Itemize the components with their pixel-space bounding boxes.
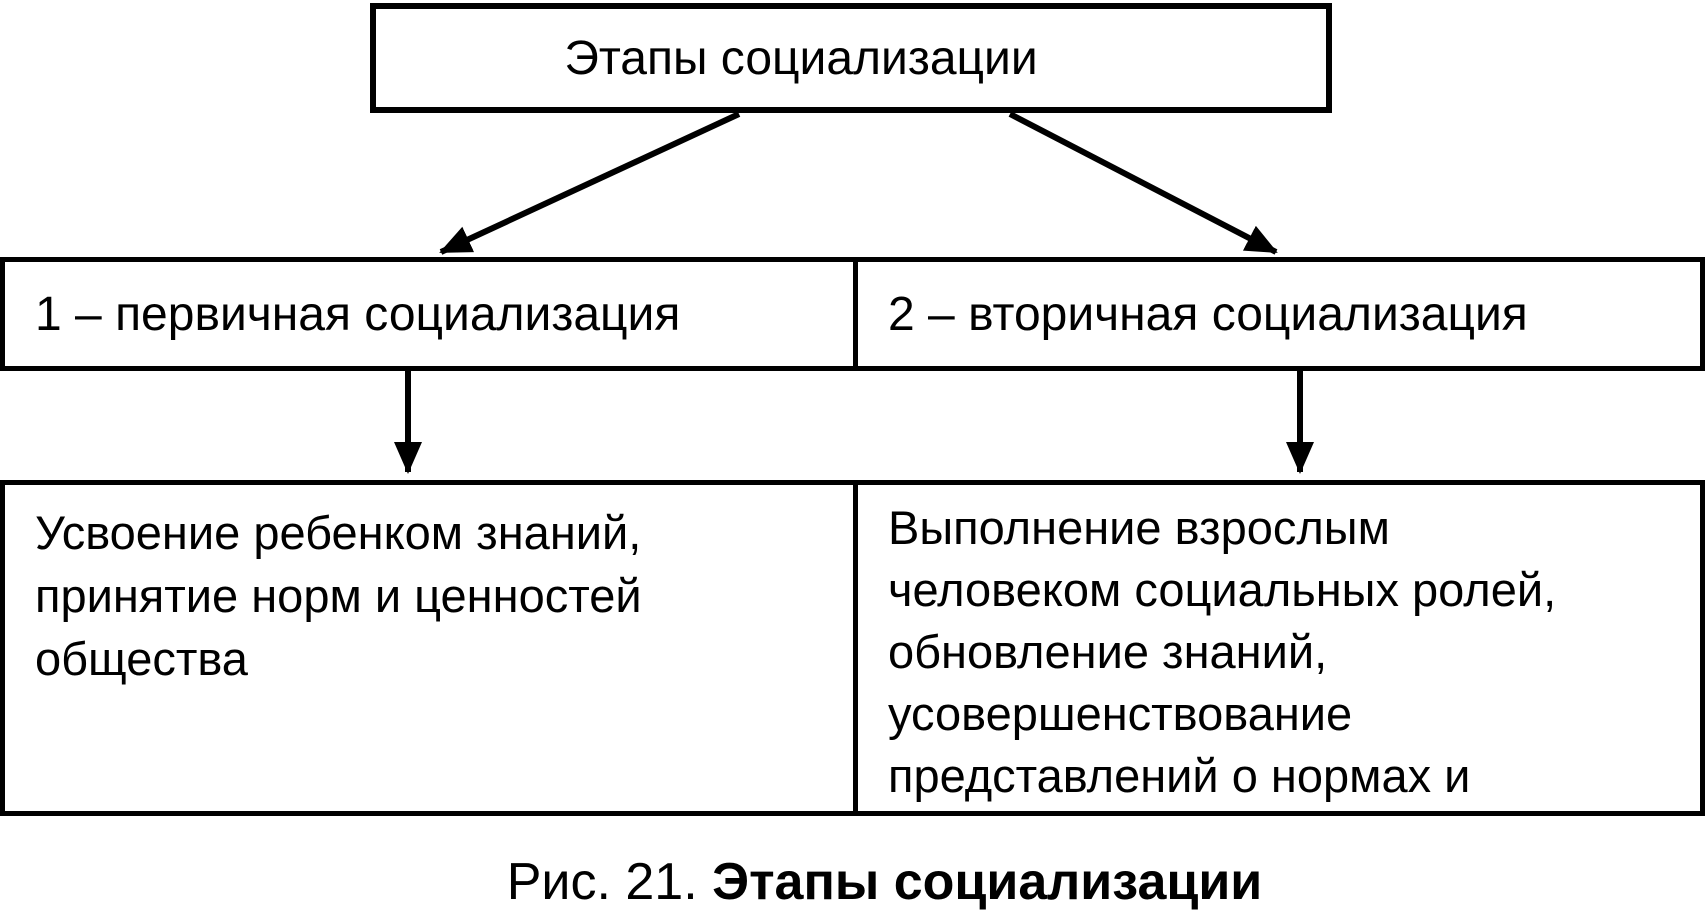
desc1-line: принятие норм и ценностей	[35, 569, 642, 622]
desc1-line: Усвоение ребенком знаний,	[35, 506, 642, 559]
title-box: Этапы социализации	[370, 3, 1332, 113]
desc1-box: Усвоение ребенком знаний, принятие норм …	[0, 480, 858, 816]
desc2-box: Выполнение взрослым человеком социальных…	[853, 480, 1705, 816]
desc2-line: Выполнение взрослым	[888, 501, 1390, 554]
figure-caption: Рис. 21. Этапы социализации	[64, 852, 1705, 912]
desc2-line: представлений о нормах и	[888, 749, 1471, 802]
desc2-line: человеком социальных ролей,	[888, 563, 1557, 616]
figure-caption-title: Этапы социализации	[712, 853, 1263, 911]
stage2-label: 2 – вторичная социализация	[888, 287, 1528, 341]
desc2-line: обновление знаний,	[888, 625, 1328, 678]
arrow-title-to-stage1-icon	[439, 111, 741, 255]
stage1-box: 1 – первичная социализация	[0, 257, 858, 371]
desc1-line: общества	[35, 632, 248, 685]
arrow-title-to-stage2-icon	[1008, 111, 1278, 255]
stage2-box: 2 – вторичная социализация	[853, 257, 1705, 371]
figure-caption-number: Рис. 21.	[506, 853, 713, 911]
stage1-label: 1 – первичная социализация	[35, 287, 681, 341]
desc2-line: усовершенствование	[888, 687, 1353, 740]
diagram-title: Этапы социализации	[564, 31, 1038, 85]
